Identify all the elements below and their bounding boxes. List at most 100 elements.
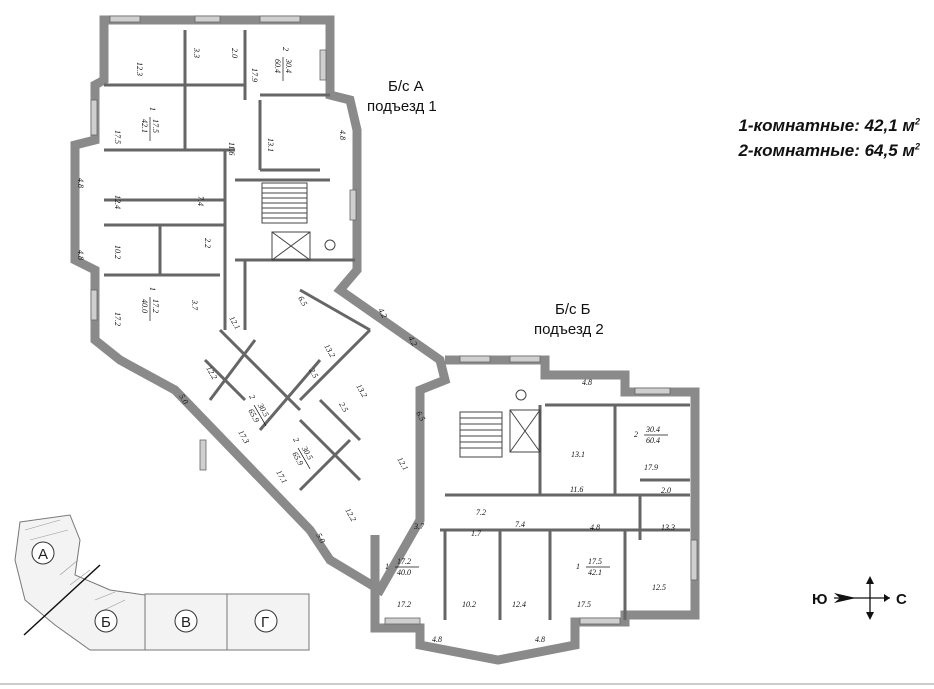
room-area: 12.2 [204,365,219,382]
svg-text:2: 2 [291,436,301,444]
room-area: 3.7 [190,299,199,311]
room-area: 2.5 [307,367,320,380]
room-area: 11.6 [227,142,236,155]
svg-text:2: 2 [634,430,638,439]
room-area: 1.7 [471,529,482,538]
room-area: 4.8 [338,130,347,140]
apartment-tag: 1 17.5 42.1 [576,557,610,577]
room-area: 4.8 [76,178,85,188]
room-area: 12.1 [227,315,242,332]
room-area: 13.2 [354,383,369,400]
svg-text:42.1: 42.1 [588,568,602,577]
svg-text:17.5: 17.5 [588,557,602,566]
room-area: 7.4 [196,196,205,206]
room-area: 17.5 [113,130,122,144]
svg-text:1: 1 [576,562,580,571]
apartment-tag: 2 30.4 60.4 [634,425,668,445]
svg-text:60.4: 60.4 [273,59,282,73]
svg-text:17.2: 17.2 [151,299,160,313]
room-area: 2.5 [337,401,350,414]
room-area: 4.8 [535,635,545,644]
room-area: 17.1 [274,469,289,486]
apartment-tags-b: 2 30.4 60.4 1 1 7.2 40.0 1 17.5 42.1 [385,425,668,577]
room-area: 17.2 [397,600,411,609]
svg-text:1: 1 [385,562,389,571]
legend-two-room: 2-комнатные: 64,5 м2 [738,141,920,160]
room-area: 12.3 [135,62,144,76]
room-area: 17.9 [644,463,658,472]
room-area: 12.1 [395,456,410,473]
apartment-tag: 2 30.4 60.4 [273,47,293,81]
svg-text:42.1: 42.1 [140,119,149,133]
apartment-tag: 2 30.5 65.9 [290,436,315,470]
room-area: 2.0 [230,48,239,58]
legend-one-room: 1-комнатные: 42,1 м2 [738,116,920,135]
room-area: 10.2 [462,600,476,609]
svg-text:30.4: 30.4 [284,58,293,73]
svg-text:17.5: 17.5 [151,119,160,133]
section-b-plan [370,355,700,665]
compass-north: С [896,591,907,608]
room-area: 12.2 [343,507,358,524]
room-area: 5.0 [314,532,327,545]
svg-text:2: 2 [281,47,290,51]
room-area: 7.4 [515,520,525,529]
room-area: 11.6 [570,485,583,494]
room-area: 4.8 [590,523,600,532]
section-a-plan [70,15,451,597]
room-area: 13.2 [322,343,337,360]
room-area: 17.2 [113,312,122,326]
block-label-a: А [31,541,55,565]
shaft-a [324,239,336,251]
svg-text:40.0: 40.0 [140,299,149,313]
room-area: 13.3 [661,523,675,532]
room-area: 4.2 [406,335,419,348]
room-labels-a: 12.3 3.3 2.0 17.9 13.1 11.6 4.8 17.5 4.8… [76,47,427,545]
room-area: 12.4 [512,600,526,609]
room-area: 17.5 [577,600,591,609]
room-area: 4.8 [432,635,442,644]
svg-text:30.4: 30.4 [645,425,660,434]
room-area: 12.4 [113,195,122,209]
elevator-a [271,231,311,261]
shaft-b [515,389,527,401]
apartment-tag: 1 17.5 42.1 [140,107,160,141]
room-area: 3.7 [413,522,425,531]
room-area: 6.5 [296,295,309,308]
room-area: 4.2 [376,307,389,320]
svg-text:60.4: 60.4 [646,436,660,445]
key-plan: А Б В Г [14,514,310,651]
apartment-tag: 1 17.2 40.0 [140,287,160,321]
room-area: 10.2 [113,245,122,259]
windows-a [90,15,357,471]
section-b-title: Б/с Б [555,301,591,318]
svg-text:40.0: 40.0 [397,568,411,577]
room-area: 17.3 [236,429,251,446]
room-labels-b: 4.8 13.1 17.9 11.6 2.0 13.3 12.5 7.2 7.4… [397,378,675,644]
svg-text:Б: Б [101,614,111,631]
block-label-g: Г [254,609,278,633]
stair-b [459,411,503,458]
svg-text:1: 1 [148,287,157,291]
compass-south: Ю [812,591,827,608]
block-label-v: В [174,609,198,633]
room-area: 5.0 [177,393,190,406]
section-b-entrance: подъезд 2 [534,321,604,338]
room-area: 6.5 [414,410,427,423]
svg-text:В: В [181,614,191,631]
section-a-entrance: подъезд 1 [367,98,437,115]
room-area: 4.8 [582,378,592,387]
block-label-b: Б [94,609,118,633]
svg-text:2: 2 [247,393,257,401]
room-area: 2.2 [203,238,212,248]
windows-b [384,355,698,625]
room-area: 7.2 [476,508,486,517]
svg-text:Г: Г [261,614,269,631]
section-a-title: Б/с А [388,78,424,95]
svg-text:1: 1 [148,107,157,111]
section-cut-line [23,564,101,636]
stair-a [261,182,308,224]
room-area: 17.9 [250,68,259,82]
room-area: 12.5 [652,583,666,592]
